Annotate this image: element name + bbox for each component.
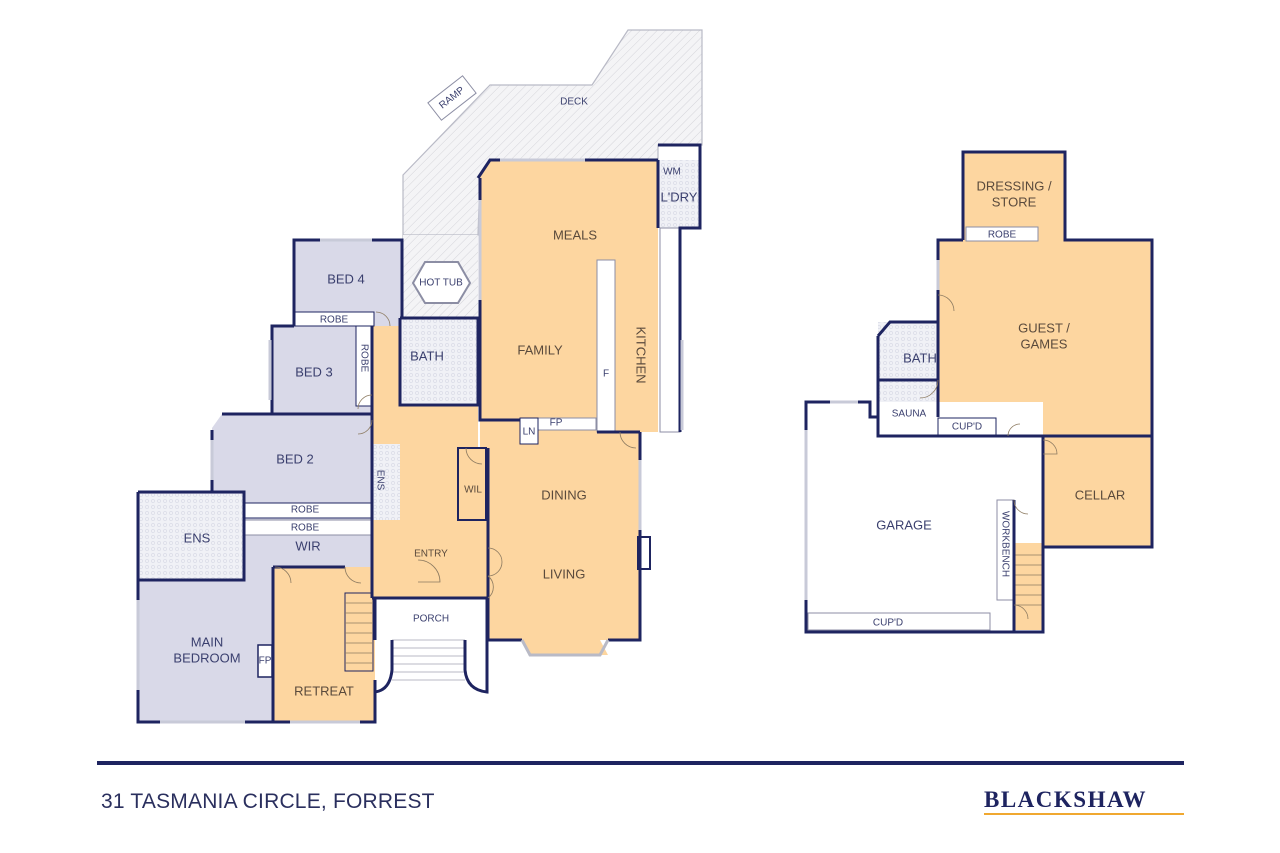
bed3-area — [272, 326, 372, 414]
label-family: FAMILY — [517, 342, 563, 357]
label-guest-1: GUEST / — [1018, 320, 1070, 335]
lower-doors — [919, 294, 1058, 620]
ground-windows — [136, 158, 684, 724]
porch-area — [375, 598, 487, 638]
hot-tub — [411, 261, 472, 304]
property-address: 31 TASMANIA CIRCLE, FORREST — [101, 790, 435, 813]
label-wir: WIR — [295, 538, 320, 553]
label-main-bedroom-1: MAIN — [191, 634, 224, 649]
label-entry: ENTRY — [414, 549, 448, 560]
label-wil: WIL — [464, 485, 482, 496]
brand-logo: BLACKSHAW — [984, 787, 1148, 812]
bed2-ens-area — [372, 444, 400, 520]
hall-area — [372, 318, 640, 655]
linen-cupboard — [519, 417, 539, 445]
kitchen-bench — [596, 259, 616, 433]
label-deck: DECK — [560, 97, 588, 108]
label-lower-robe: ROBE — [988, 230, 1017, 241]
retreat-stairs — [344, 592, 374, 672]
guest-games-area — [938, 240, 1152, 435]
label-main-bedroom-2: BEDROOM — [173, 650, 240, 665]
label-cellar: CELLAR — [1075, 487, 1126, 502]
lower-windows — [804, 260, 940, 600]
cellar-area — [1043, 435, 1152, 547]
ground-floor — [136, 29, 703, 724]
label-cupd-upper: CUP'D — [952, 422, 982, 433]
label-bed2-ens: ENS — [374, 470, 385, 491]
bath-area — [400, 318, 478, 403]
living-bay-window — [520, 639, 610, 657]
ground-doors — [274, 311, 637, 599]
lower-bath-area — [878, 322, 938, 380]
lower-stairs — [1015, 543, 1043, 630]
label-garage: GARAGE — [876, 517, 932, 532]
label-sauna: SAUNA — [892, 409, 927, 420]
lower-floor — [804, 150, 1154, 634]
label-guest-2: GAMES — [1021, 336, 1068, 351]
label-workbench: WORKBENCH — [999, 511, 1010, 577]
label-bath: BATH — [410, 348, 444, 363]
label-cupd-garage: CUP'D — [873, 618, 903, 629]
label-main-robe: ROBE — [291, 523, 320, 534]
ramp — [427, 75, 477, 121]
fp-hearth — [535, 417, 597, 431]
label-laundry: L'DRY — [661, 189, 698, 204]
label-linen: LN — [523, 427, 536, 438]
porch-steps — [392, 639, 465, 681]
label-hot-tub: HOT TUB — [419, 278, 463, 289]
label-fp-main: FP — [259, 656, 272, 667]
label-living: LIVING — [543, 566, 586, 581]
label-kitchen: KITCHEN — [634, 326, 649, 383]
lower-walls — [804, 150, 1154, 634]
label-fp-family: FP — [550, 418, 563, 429]
footer-divider — [97, 761, 1184, 765]
label-dressing-1: DRESSING / — [976, 178, 1052, 193]
label-bed2: BED 2 — [276, 451, 314, 466]
label-bed3: BED 3 — [295, 364, 333, 379]
label-bed4-robe: ROBE — [320, 315, 349, 326]
meals-family-kitchen-area — [480, 160, 658, 448]
label-meals: MEALS — [553, 227, 597, 242]
label-bed2-robe: ROBE — [291, 505, 320, 516]
laundry-area — [658, 160, 700, 228]
label-retreat: RETREAT — [294, 683, 354, 698]
brand-underline — [984, 813, 1184, 815]
robe-lower — [965, 226, 1039, 242]
label-dressing-2: STORE — [992, 194, 1037, 209]
label-wm: WM — [663, 167, 681, 178]
kitchen-back-bench — [659, 227, 681, 433]
cupd-garage — [807, 612, 991, 631]
label-bed3-robe: ROBE — [358, 344, 369, 373]
label-fridge: F — [603, 369, 609, 380]
label-main-ens: ENS — [184, 530, 211, 545]
label-porch: PORCH — [413, 614, 449, 625]
label-dining: DINING — [541, 487, 587, 502]
label-lower-bath: BATH — [903, 350, 937, 365]
main-ens-area — [140, 494, 244, 580]
dressing-area — [963, 152, 1065, 240]
label-bed4: BED 4 — [327, 271, 365, 286]
